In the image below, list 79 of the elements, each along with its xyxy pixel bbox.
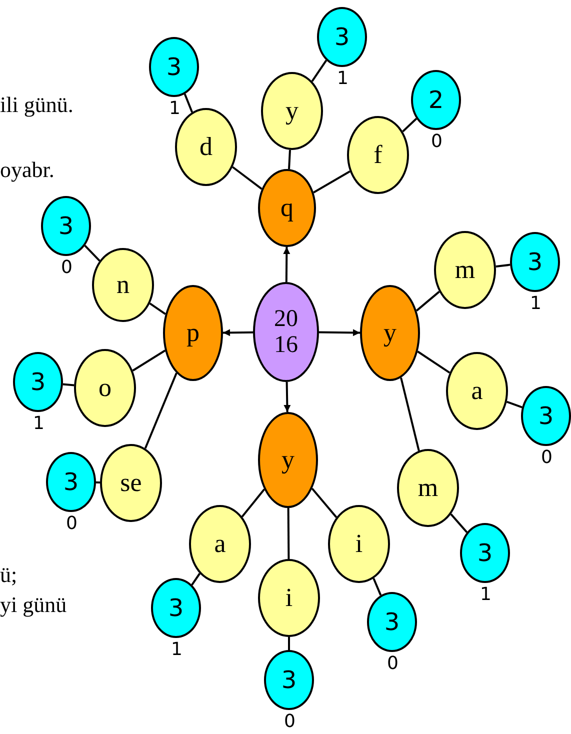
number-ellipse [41,196,91,256]
connector-line [149,302,166,315]
connector-line [416,290,440,312]
connector-line [287,508,290,559]
connector-line [402,118,418,132]
connector-line [496,264,510,268]
connector-line [191,572,201,586]
node-label: 3 [63,468,79,496]
text-fragment: yi günü [0,592,67,618]
number-ellipse [367,592,417,652]
connector-line [288,150,291,170]
node-label: 3 [334,24,350,50]
node-label: y [286,96,298,126]
connector-line [184,94,194,113]
node-caption: 0 [387,655,398,673]
node-label: 3 [384,608,400,636]
connector-line [450,514,468,533]
node-label: p [186,318,200,348]
node-label: f [374,140,382,170]
node-label: 3 [527,248,543,276]
text-fragment: ü; [0,562,18,588]
connector-line [96,481,100,484]
arrow [283,247,290,282]
node-caption: 1 [530,295,542,313]
node-label: q [280,194,294,222]
node-label: a [214,530,226,558]
node-label: o [98,374,112,402]
node-label: n [116,270,130,300]
node-label: d [200,132,212,162]
node-caption: 1 [171,641,182,659]
node-caption: 1 [480,586,492,604]
number-ellipse [317,7,367,67]
node-label: 3 [168,594,184,622]
node-label: 2016 [273,306,299,358]
connector-line [372,578,382,596]
arrow [318,329,360,336]
connector-line [84,244,100,262]
node-caption: 1 [33,415,44,433]
node-label: 3 [538,402,554,430]
node-label: 2 [428,86,444,114]
text-fragment: oyabr. [0,157,54,183]
node-label: y [282,446,294,474]
connector-line [62,383,74,386]
node-caption: 1 [169,100,180,118]
text-fragment: ili günü. [0,92,74,118]
connector-line [417,350,450,374]
subtopic-ellipse [189,505,251,583]
connector-line [288,637,290,650]
node-label: se [120,468,142,498]
connector-line [144,372,178,449]
arrow [222,329,254,336]
node-caption: 0 [61,259,72,277]
node-caption: 0 [284,713,296,731]
node-caption: 1 [337,70,348,88]
node-label: 3 [477,540,493,566]
connector-line [241,488,266,518]
node-label: a [471,376,483,406]
node-caption: 0 [541,449,552,467]
arrow [284,382,291,412]
number-ellipse [149,37,199,97]
node-label: 3 [166,54,182,80]
connector-line [313,170,350,194]
connector-line [506,400,522,408]
connector-line [311,60,328,82]
node-label: y [384,318,396,348]
connector-line [232,166,262,190]
node-label: m [418,474,438,502]
number-ellipse [460,523,510,583]
node-label: 3 [30,368,46,396]
node-label: 3 [58,212,74,240]
node-label: 3 [281,666,297,694]
node-label: i [355,530,363,558]
node-label: i [285,584,293,612]
node-caption: 0 [66,515,78,533]
node-label: m [454,256,476,284]
number-ellipse [151,578,201,638]
connector-line [400,377,420,451]
connector-line [311,488,338,518]
node-caption: 0 [431,133,442,151]
